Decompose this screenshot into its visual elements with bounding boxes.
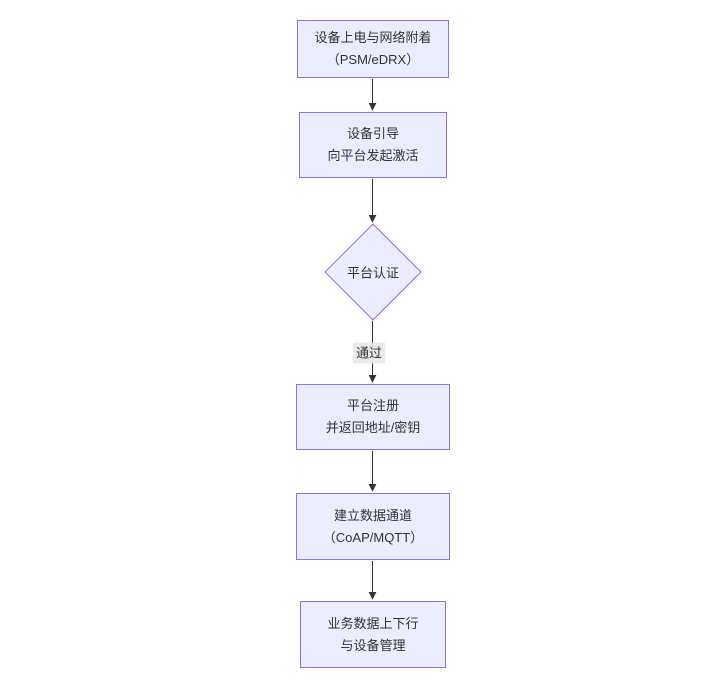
flow-node-business-data-line1: 业务数据上下行 [327, 615, 419, 631]
flow-node-bootstrap-line1: 设备引导 [346, 126, 399, 141]
edge-label-pass: 通过 [352, 342, 386, 364]
decision-platform-auth-label: 平台认证 [346, 265, 400, 281]
flow-node-data-channel: 建立数据通道 （CoAP/MQTT） [296, 493, 450, 560]
flow-node-bootstrap: 设备引导 向平台发起激活 [299, 112, 447, 178]
flow-node-platform-register: 平台注册 并返回地址/密钥 [296, 384, 450, 450]
flow-node-power-attach-line2: （PSM/eDRX） [326, 52, 420, 67]
flow-node-business-data: 业务数据上下行 与设备管理 [300, 601, 446, 668]
flow-node-business-data-line2: 与设备管理 [340, 637, 406, 653]
flow-node-platform-register-line1: 平台注册 [346, 398, 399, 413]
flow-node-bootstrap-line2: 向平台发起激活 [327, 148, 419, 163]
decision-diamond-shape [324, 223, 422, 321]
flow-node-data-channel-line2: （CoAP/MQTT） [322, 529, 424, 545]
flow-node-power-attach: 设备上电与网络附着 （PSM/eDRX） [297, 20, 449, 78]
flow-node-platform-register-line2: 并返回地址/密钥 [325, 420, 421, 435]
flow-node-data-channel-line1: 建立数据通道 [333, 507, 412, 523]
flow-node-power-attach-line1: 设备上电与网络附着 [314, 30, 432, 45]
